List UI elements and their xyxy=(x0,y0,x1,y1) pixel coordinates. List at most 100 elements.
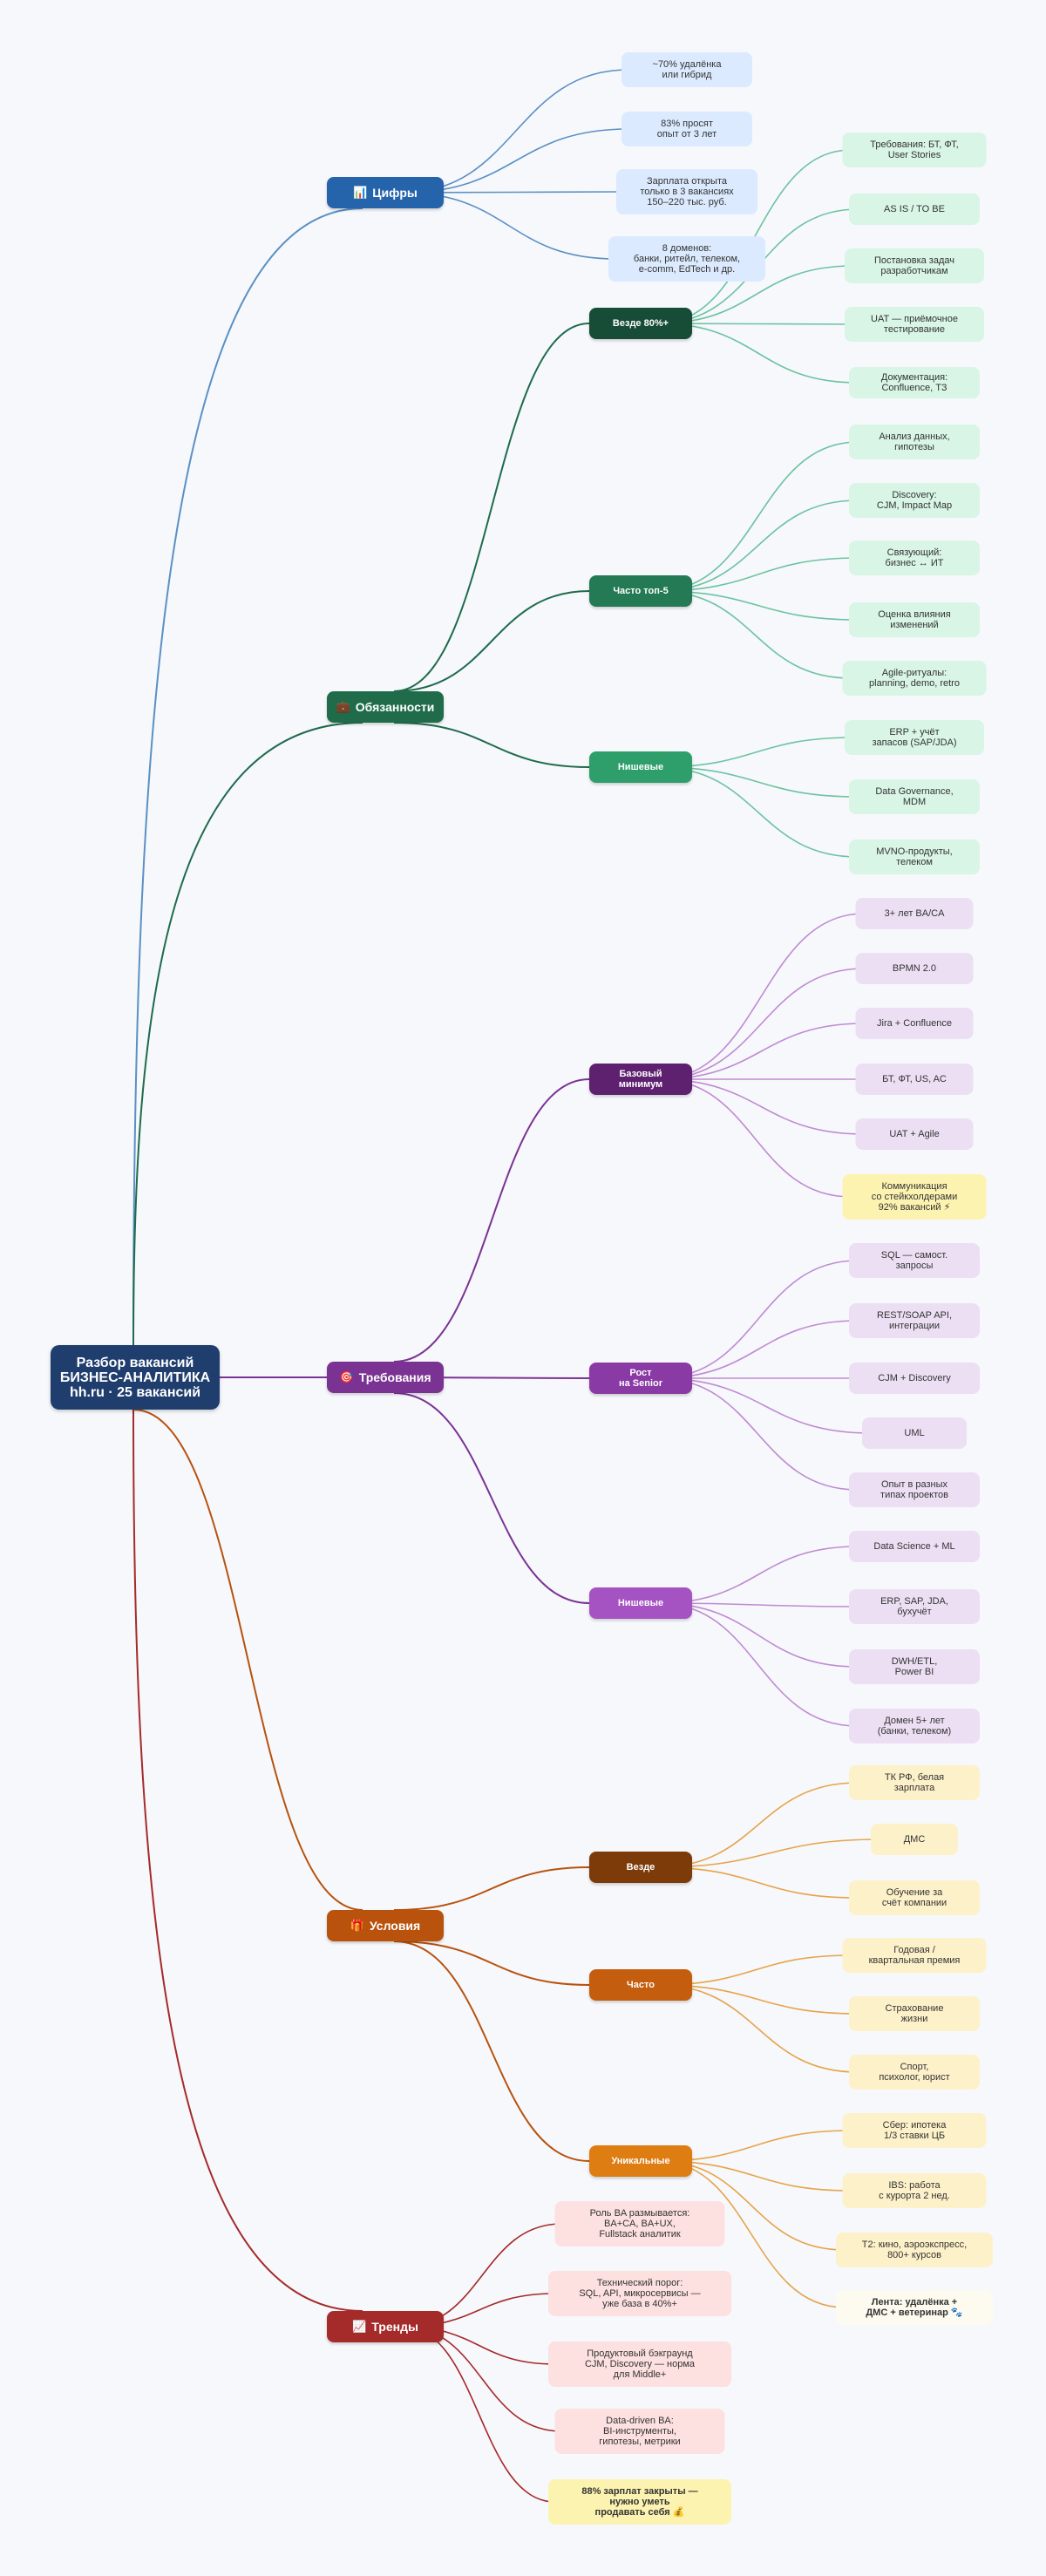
branch-requirements-label: Требования xyxy=(358,1370,431,1384)
requirements-sub-0-leaf-1[interactable]: BPMN 2.0 xyxy=(855,953,974,984)
edge-requirements-sub-1-leaf-3 xyxy=(657,1377,872,1434)
edge-requirements-sub-0-leaf-4 xyxy=(657,1078,865,1135)
numbers-leaf-0-label: ~70% удалёнка или гибрид xyxy=(652,59,722,80)
requirements-sub-1-leaf-1[interactable]: REST/SOAP API, интеграции xyxy=(849,1303,980,1338)
duties-sub-1-leaf-4[interactable]: Agile-ритуалы: planning, demo, retro xyxy=(842,661,987,696)
duties-sub-0-leaf-0[interactable]: Требования: БТ, ФТ, User Stories xyxy=(842,133,987,167)
trends-leaf-1[interactable]: Технический порог: SQL, API, микросервис… xyxy=(548,2271,731,2316)
duties-sub-1-leaf-1[interactable]: Discovery: CJM, Impact Map xyxy=(849,483,980,518)
conditions-sub-0-label: Везде xyxy=(626,1862,655,1873)
conditions-sub-2[interactable]: Уникальные xyxy=(589,2145,692,2177)
branch-conditions[interactable]: 🎁Условия xyxy=(327,1910,444,1941)
requirements-sub-0-leaf-4-label: UAT + Agile xyxy=(889,1129,940,1139)
conditions-sub-2-leaf-0[interactable]: Сбер: ипотека 1/3 ставки ЦБ xyxy=(842,2113,987,2148)
duties-sub-1-leaf-4-label: Agile-ритуалы: planning, demo, retro xyxy=(869,668,960,689)
duties-sub-0-leaf-4[interactable]: Документация: Confluence, ТЗ xyxy=(849,367,980,398)
numbers-leaf-2[interactable]: Зарплата открыта только в 3 вакансиях 15… xyxy=(616,169,757,214)
conditions-sub-1-leaf-0[interactable]: Годовая / квартальная премия xyxy=(842,1938,987,1973)
requirements-sub-1-leaf-1-label: REST/SOAP API, интеграции xyxy=(877,1310,952,1331)
duties-sub-1-leaf-2[interactable]: Связующий: бизнес ↔ ИТ xyxy=(849,540,980,575)
root-node[interactable]: Разбор вакансий БИЗНЕС-АНАЛИТИКА hh.ru ·… xyxy=(51,1345,220,1410)
branch-trends[interactable]: 📈Тренды xyxy=(327,2311,444,2342)
edge-requirements-sub-1-leaf-1 xyxy=(657,1320,859,1379)
duties-sub-2-leaf-0[interactable]: ERP + учёт запасов (SAP/JDA) xyxy=(845,720,984,755)
requirements-sub-1[interactable]: Рост на Senior xyxy=(589,1363,692,1394)
trends-leaf-2[interactable]: Продуктовый бэкграунд CJM, Discovery — н… xyxy=(548,2342,731,2387)
conditions-sub-0[interactable]: Везде xyxy=(589,1852,692,1883)
duties-sub-0-leaf-2-label: Постановка задач разработчикам xyxy=(873,255,954,276)
branch-numbers-label: Цифры xyxy=(372,186,418,200)
numbers-leaf-1-label: 83% просят опыт от 3 лет xyxy=(656,119,717,139)
requirements-sub-1-leaf-2[interactable]: CJM + Discovery xyxy=(849,1363,980,1394)
duties-sub-0-leaf-1[interactable]: AS IS / TO BE xyxy=(849,194,980,225)
edge-requirements-sub-0 xyxy=(393,1078,590,1363)
conditions-sub-0-leaf-1[interactable]: ДМС xyxy=(871,1824,958,1855)
requirements-sub-1-leaf-3[interactable]: UML xyxy=(862,1417,967,1449)
conditions-sub-2-leaf-2[interactable]: Т2: кино, аэроэкспресс, 800+ курсов xyxy=(836,2233,993,2267)
numbers-leaf-3-label: 8 доменов: банки, ритейл, телеком, e-com… xyxy=(633,243,741,275)
branch-requirements[interactable]: 🎯Требования xyxy=(327,1362,444,1393)
numbers-leaf-0[interactable]: ~70% удалёнка или гибрид xyxy=(621,52,752,87)
edge-conditions-sub-1 xyxy=(393,1940,590,1986)
branch-duties-label: Обязанности xyxy=(355,700,435,714)
duties-sub-0-leaf-2[interactable]: Постановка задач разработчикам xyxy=(845,248,984,283)
conditions-sub-0-leaf-0[interactable]: ТК РФ, белая зарплата xyxy=(849,1765,980,1800)
numbers-leaf-1[interactable]: 83% просят опыт от 3 лет xyxy=(621,112,752,146)
requirements-sub-2-leaf-1[interactable]: ERP, SAP, JDA, бухучёт xyxy=(849,1589,980,1624)
requirements-sub-0-leaf-3[interactable]: БТ, ФТ, US, AC xyxy=(855,1064,974,1095)
duties-sub-2[interactable]: Нишевые xyxy=(589,751,692,783)
conditions-sub-1-label: Часто xyxy=(627,1980,655,1990)
duties-sub-1-leaf-2-label: Связующий: бизнес ↔ ИТ xyxy=(885,547,944,568)
requirements-sub-2-leaf-3[interactable]: Домен 5+ лет (банки, телеком) xyxy=(849,1709,980,1743)
edge-trends-leaf-4 xyxy=(402,2326,556,2503)
duties-sub-0-leaf-3[interactable]: UAT — приёмочное тестирование xyxy=(845,307,984,342)
conditions-sub-1-leaf-2[interactable]: Спорт, психолог, юрист xyxy=(849,2055,980,2090)
conditions-sub-2-leaf-1[interactable]: IBS: работа с курорта 2 нед. xyxy=(842,2173,987,2208)
duties-sub-0[interactable]: Везде 80%+ xyxy=(589,308,692,339)
requirements-sub-0-leaf-5[interactable]: Коммуникация со стейкхолдерами 92% вакан… xyxy=(842,1174,987,1220)
requirements-sub-1-leaf-0[interactable]: SQL — самост. запросы xyxy=(849,1243,980,1278)
duties-sub-0-leaf-1-label: AS IS / TO BE xyxy=(884,204,945,214)
requirements-sub-2-leaf-2-label: DWH/ETL, Power BI xyxy=(891,1656,938,1677)
duties-sub-2-leaf-1[interactable]: Data Governance, MDM xyxy=(849,779,980,814)
requirements-sub-2-leaf-2[interactable]: DWH/ETL, Power BI xyxy=(849,1649,980,1684)
requirements-sub-0-leaf-4[interactable]: UAT + Agile xyxy=(855,1118,974,1150)
conditions-sub-0-leaf-0-label: ТК РФ, белая зарплата xyxy=(884,1772,945,1793)
requirements-sub-0-leaf-2[interactable]: Jira + Confluence xyxy=(855,1008,974,1039)
trends-leaf-0[interactable]: Роль BA размывается: BA+CA, BA+UX, Fulls… xyxy=(554,2201,725,2246)
conditions-sub-2-leaf-0-label: Сбер: ипотека 1/3 ставки ЦБ xyxy=(882,2120,947,2141)
edge-conditions-sub-0-leaf-0 xyxy=(657,1782,859,1868)
requirements-sub-0-leaf-0[interactable]: 3+ лет BA/CA xyxy=(855,898,974,929)
edge-duties-sub-1-leaf-0 xyxy=(657,441,859,592)
requirements-sub-1-leaf-4[interactable]: Опыт в разных типах проектов xyxy=(849,1472,980,1507)
trends-leaf-3[interactable]: Data-driven BA: BI-инструменты, гипотезы… xyxy=(554,2409,725,2454)
conditions-sub-1-leaf-2-label: Спорт, психолог, юрист xyxy=(879,2062,950,2083)
conditions-sub-2-leaf-3-label: Лента: удалёнка + ДМС + ветеринар 🐾 xyxy=(866,2297,963,2318)
duties-sub-2-leaf-2[interactable]: MVNO-продукты, телеком xyxy=(849,839,980,874)
conditions-sub-2-leaf-3[interactable]: Лента: удалёнка + ДМС + ветеринар 🐾 xyxy=(836,2290,993,2325)
trends-leaf-2-label: Продуктовый бэкграунд CJM, Discovery — н… xyxy=(584,2348,696,2380)
duties-sub-1-leaf-0[interactable]: Анализ данных, гипотезы xyxy=(849,425,980,459)
numbers-leaf-3[interactable]: 8 доменов: банки, ритейл, телеком, e-com… xyxy=(608,236,765,282)
edge-duties-sub-0 xyxy=(393,323,590,692)
duties-sub-1-leaf-1-label: Discovery: CJM, Impact Map xyxy=(876,490,953,511)
conditions-sub-1[interactable]: Часто xyxy=(589,1969,692,2001)
branch-numbers[interactable]: 📊Цифры xyxy=(327,177,444,208)
requirements-sub-2[interactable]: Нишевые xyxy=(589,1587,692,1619)
requirements-sub-0[interactable]: Базовый минимум xyxy=(589,1064,692,1095)
duties-sub-1-leaf-3[interactable]: Оценка влияния изменений xyxy=(849,602,980,637)
edge-duties-sub-2-leaf-2 xyxy=(657,766,859,858)
edge-conditions-sub-0-leaf-1 xyxy=(657,1839,880,1868)
edge-root-conditions xyxy=(132,1409,363,1911)
conditions-sub-1-leaf-1[interactable]: Страхование жизни xyxy=(849,1996,980,2031)
conditions-sub-0-leaf-2[interactable]: Обучение за счёт компании xyxy=(849,1880,980,1915)
branch-duties[interactable]: 💼Обязанности xyxy=(327,691,444,723)
duties-sub-0-label: Везде 80%+ xyxy=(612,318,669,329)
edge-conditions-sub-1-leaf-2 xyxy=(657,1984,859,2073)
requirements-sub-2-leaf-0[interactable]: Data Science + ML xyxy=(849,1531,980,1562)
edge-requirements-sub-2 xyxy=(393,1392,590,1604)
duties-sub-1[interactable]: Часто топ-5 xyxy=(589,575,692,607)
requirements-sub-0-leaf-3-label: БТ, ФТ, US, AC xyxy=(882,1074,947,1084)
requirements-sub-2-leaf-1-label: ERP, SAP, JDA, бухучёт xyxy=(880,1596,948,1617)
trends-leaf-4[interactable]: 88% зарплат закрыты — нужно уметь продав… xyxy=(548,2479,731,2525)
